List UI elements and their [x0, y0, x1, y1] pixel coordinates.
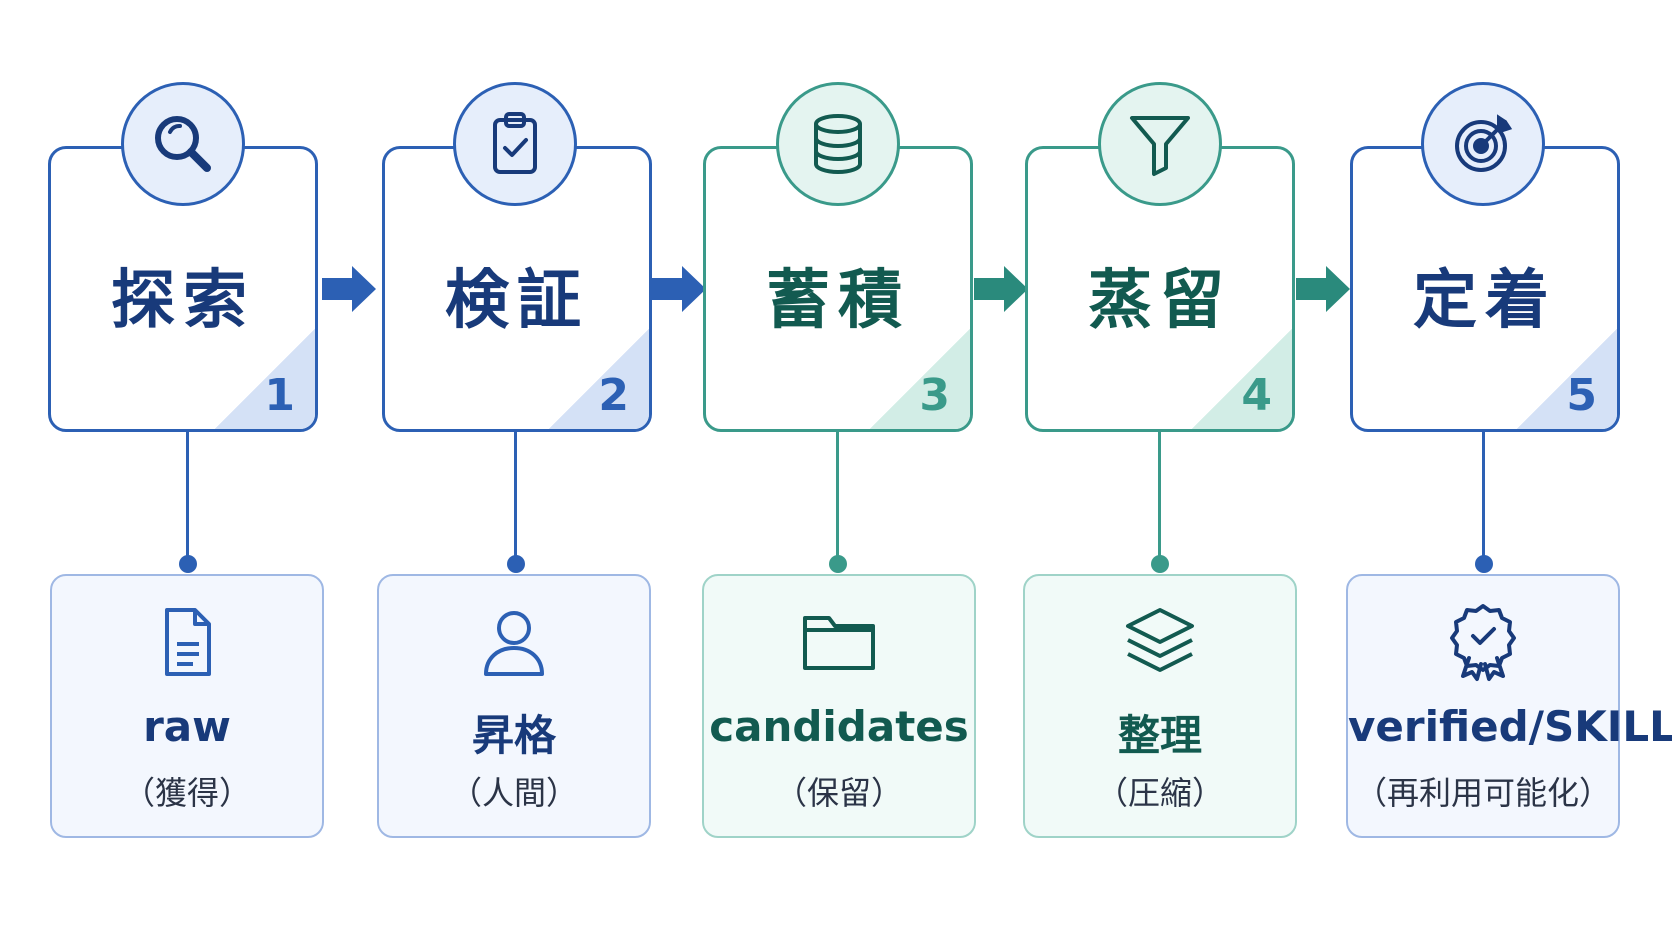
- target-icon: [1421, 82, 1545, 206]
- connector-dot: [829, 555, 847, 573]
- layers-icon: [1126, 608, 1194, 672]
- result-sub: （獲得）: [122, 774, 251, 812]
- arrow-right-icon: [652, 266, 706, 312]
- connector-dot: [507, 555, 525, 573]
- stage-corner: [870, 329, 970, 429]
- stage-number: 5: [1566, 370, 1597, 421]
- stage-corner: [549, 329, 649, 429]
- stage-number: 4: [1241, 370, 1272, 421]
- stage-title: 検証: [445, 264, 589, 338]
- result-label: 整理: [1117, 711, 1202, 760]
- document-icon: [165, 608, 211, 676]
- result-sub: （圧縮）: [1095, 774, 1224, 812]
- person-icon: [484, 611, 544, 676]
- result-card-4: 整理 （圧縮）: [1023, 574, 1297, 838]
- stage-title: 蓄積: [766, 264, 910, 338]
- result-label: candidates: [709, 702, 969, 751]
- badge-check-icon: [1450, 604, 1516, 681]
- stage-corner: [215, 329, 315, 429]
- clipboard-check-icon: [453, 82, 577, 206]
- connector-line: [186, 432, 189, 564]
- stage-card-5: 定着 5: [1350, 146, 1620, 432]
- result-sub: （再利用可能化）: [1354, 774, 1611, 812]
- connector-line: [836, 432, 839, 564]
- database-icon: [776, 82, 900, 206]
- search-icon: [121, 82, 245, 206]
- arrow-right-icon: [322, 266, 376, 312]
- connector-line: [1482, 432, 1485, 564]
- stage-number: 2: [598, 370, 629, 421]
- stage-title: 蒸留: [1088, 264, 1232, 338]
- result-card-1: raw （獲得）: [50, 574, 324, 838]
- connector-line: [1158, 432, 1161, 564]
- stage-title: 探索: [111, 264, 255, 338]
- result-label: 昇格: [471, 711, 556, 760]
- result-label: verified/SKILL: [1348, 702, 1672, 751]
- connector-dot: [1475, 555, 1493, 573]
- stage-number: 1: [264, 370, 295, 421]
- connector-line: [514, 432, 517, 564]
- result-card-3: candidates （保留）: [702, 574, 976, 838]
- arrow-right-icon: [1296, 266, 1350, 312]
- result-label: raw: [143, 702, 231, 751]
- funnel-icon: [1098, 82, 1222, 206]
- result-card-5: verified/SKILL （再利用可能化）: [1346, 574, 1672, 838]
- connector-dot: [1151, 555, 1169, 573]
- result-card-2: 昇格 （人間）: [377, 574, 651, 838]
- stage-title: 定着: [1413, 264, 1557, 338]
- result-sub: （保留）: [774, 774, 903, 812]
- result-sub: （人間）: [449, 774, 578, 812]
- connector-dot: [179, 555, 197, 573]
- stage-number: 3: [919, 370, 950, 421]
- stage-corner: [1517, 329, 1617, 429]
- arrow-right-icon: [974, 266, 1028, 312]
- folder-icon: [803, 616, 875, 670]
- stage-corner: [1192, 329, 1292, 429]
